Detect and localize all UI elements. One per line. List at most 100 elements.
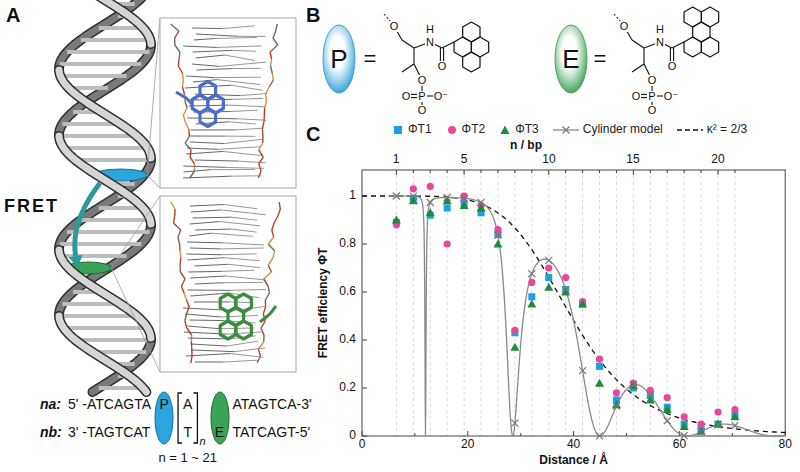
base-stick <box>236 128 264 130</box>
backbone-stick <box>179 251 181 258</box>
backbone-stick <box>184 293 186 300</box>
data-point <box>426 208 435 216</box>
base-stick <box>190 222 220 224</box>
dye-symbol-oval: P <box>322 24 356 94</box>
atom-label: O⁻ <box>433 91 449 102</box>
backbone-stick <box>187 300 190 307</box>
data-point <box>562 274 569 281</box>
model-marker <box>410 193 417 200</box>
chemical-structure <box>384 14 489 118</box>
legend-label: ΦT1 <box>408 123 432 137</box>
sequence-text: ATAGTCA-3' <box>233 396 312 412</box>
strand-name: na: <box>40 396 61 412</box>
y-tick <box>362 292 367 293</box>
bp-gridline <box>734 170 735 436</box>
legend-swatch-circle <box>448 126 456 134</box>
linker-stick <box>260 306 276 322</box>
atom-label: H <box>425 24 435 35</box>
backbone-stick <box>272 230 274 237</box>
atom-label: N <box>425 37 435 48</box>
base-stick <box>223 270 255 271</box>
backbone-stick <box>268 244 275 251</box>
sequence-text: 3' -TAGTCAT <box>68 424 150 440</box>
base-stick <box>231 217 257 220</box>
base-stick <box>220 247 263 249</box>
efficiency-chart <box>362 170 785 439</box>
backbone-stick <box>175 31 179 38</box>
base-stick <box>195 160 239 161</box>
base-pair <box>59 134 137 138</box>
fret-arrowhead <box>69 255 83 268</box>
base-stick <box>221 210 265 215</box>
model-marker <box>579 367 586 374</box>
backbone-stick <box>185 314 187 321</box>
base-stick <box>217 80 260 85</box>
base-stick <box>195 229 231 231</box>
zoom-line <box>111 196 160 268</box>
base-stick <box>188 271 223 273</box>
base-pair <box>81 38 151 42</box>
base-stick <box>231 175 261 176</box>
base-stick <box>191 350 234 352</box>
x-tick <box>467 431 468 436</box>
base-stick <box>228 264 260 267</box>
pyrene-model <box>200 109 216 127</box>
legend-item: Cylinder model <box>553 123 663 137</box>
backbone-stick <box>264 272 272 279</box>
base-stick <box>190 142 224 144</box>
bp-gridline <box>701 170 702 436</box>
base-stick <box>187 242 222 244</box>
model-marker <box>562 286 569 293</box>
dye-letter: E <box>215 424 224 440</box>
backbone-stick <box>178 52 180 59</box>
backbone-stick <box>185 101 187 108</box>
base-stick <box>238 36 265 37</box>
base-stick <box>230 289 265 291</box>
backbone-stick <box>190 157 194 164</box>
base-stick <box>196 34 239 36</box>
equals-sign: = <box>364 46 377 71</box>
bp-gridline <box>548 170 549 436</box>
backbone-stick <box>271 66 273 73</box>
oval-outline <box>555 25 587 93</box>
base-pair <box>59 314 137 318</box>
backbone-stick <box>270 45 278 52</box>
atom-label: O <box>647 105 658 116</box>
data-point <box>663 405 672 413</box>
legend-label: Cylinder model <box>583 123 663 137</box>
y-tick <box>362 244 367 245</box>
backbone-stick <box>174 38 176 45</box>
base-stick <box>194 264 228 266</box>
backbone-stick <box>183 108 187 115</box>
base-stick <box>223 360 258 362</box>
legend-swatch <box>553 124 579 136</box>
base-stick <box>186 354 230 356</box>
backbone-stick <box>273 251 275 258</box>
linker-stick <box>176 92 192 104</box>
data-point <box>444 205 451 212</box>
atom-label: O <box>647 75 658 86</box>
backbone-stick <box>279 202 280 209</box>
backbone-stick <box>268 237 274 244</box>
equals-sign: = <box>594 46 607 71</box>
base-stick <box>184 170 211 172</box>
dye-marker-oval: E <box>210 391 230 445</box>
helix-backbone-outline <box>59 316 146 392</box>
dye-letter: E <box>562 46 579 72</box>
data-point <box>510 343 519 351</box>
base-stick <box>211 233 253 236</box>
base-stick <box>225 55 255 60</box>
backbone-stick <box>268 286 269 293</box>
atom-label: O⁻ <box>663 91 679 102</box>
base-stick <box>185 85 232 88</box>
panel-letter: A <box>6 4 20 27</box>
backbone-stick <box>183 115 185 122</box>
y-tick <box>362 388 367 389</box>
tick-label: 5 <box>461 153 468 167</box>
atom-label: O <box>619 21 630 32</box>
model-marker <box>511 420 518 427</box>
base-stick <box>186 151 223 154</box>
bp-gridline <box>565 170 566 436</box>
fret-label: FRET <box>4 196 59 217</box>
